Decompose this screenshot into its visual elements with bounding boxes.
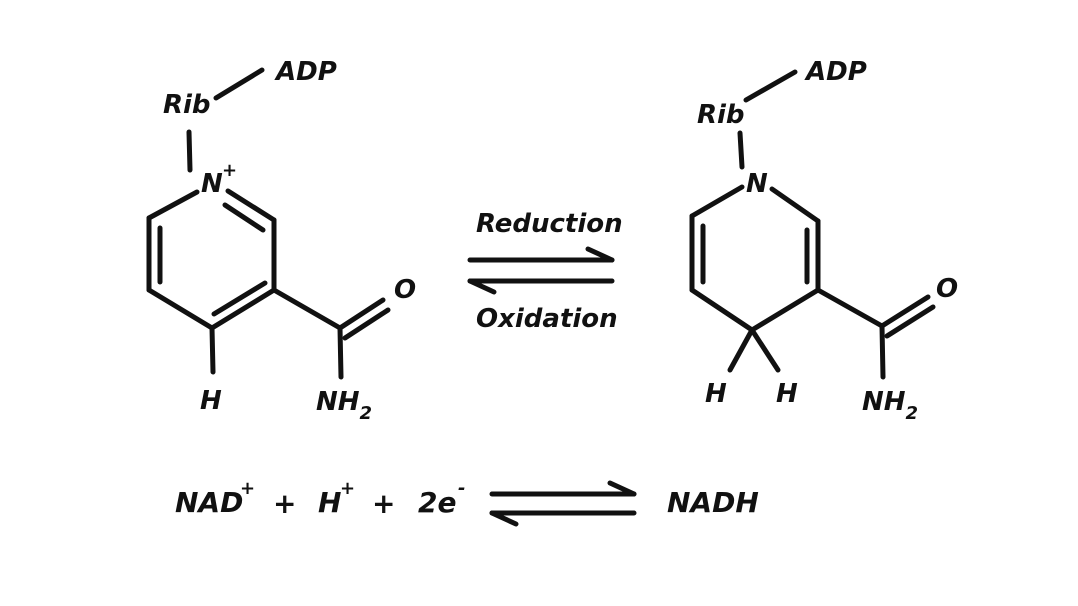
hydrogen-label: H [200, 386, 222, 416]
rib-n-bond [186, 129, 193, 173]
nitrogen-charge: + [222, 160, 237, 181]
plus-sign-1: + [273, 487, 296, 520]
nitrogen-label-right: N [746, 169, 768, 199]
amine-nh-right: NH [862, 387, 906, 417]
carbonyl-co-double [342, 307, 391, 341]
amine-subscript: 2 [360, 403, 373, 424]
oxygen-label: O [394, 275, 416, 305]
nadh-term: NADH [667, 486, 759, 519]
ring-bond-c4-c3-right [749, 287, 821, 333]
hydrogen-ion-term: H [318, 486, 341, 519]
ring-bond-c2-n-right [769, 186, 821, 224]
c4-h2-bond [749, 327, 781, 373]
oxidation-label: Oxidation [476, 304, 618, 334]
summary-equation: NAD + + H + + 2e - NADH [175, 478, 759, 527]
hydrogen-ion-charge: + [340, 478, 355, 499]
rib-adp-bond-right [743, 69, 798, 103]
carbonyl-n-bond [337, 325, 344, 380]
reaction-center: Reduction Oxidation [467, 209, 623, 334]
ring-bond-c4-c3 [209, 287, 277, 331]
equation-reverse-head [489, 510, 519, 527]
ring-bond-c2-n-double [222, 202, 266, 233]
rib-label: Rib [163, 90, 211, 120]
amine-subscript-right: 2 [906, 403, 919, 424]
ring-bond-c4-c3-double [211, 280, 268, 317]
amine-label: NH2 [316, 387, 372, 424]
hydrogen-label-1: H [705, 379, 727, 409]
rib-n-bond-right [737, 130, 745, 170]
amine-label-right: NH2 [862, 387, 918, 424]
nitrogen-label: N [201, 169, 223, 199]
c3-carbonyl-bond [271, 287, 343, 331]
nad-term: NAD [175, 486, 243, 519]
carbonyl-co-bond [337, 297, 386, 331]
c4-h1-bond [727, 327, 755, 373]
ring-bond-c5-c4 [146, 287, 215, 331]
ring-bond-c2-n [225, 188, 277, 223]
hydrogen-label-2: H [776, 379, 798, 409]
amine-nh: NH [316, 387, 360, 417]
rib-label-right: Rib [697, 100, 745, 130]
adp-label: ADP [274, 57, 337, 87]
adp-label-right: ADP [804, 57, 867, 87]
c4-h-bond [209, 325, 216, 375]
reverse-arrow-head [467, 278, 497, 295]
oxygen-label-right: O [936, 274, 958, 304]
carbonyl-co-bond-right [879, 294, 931, 329]
nad-plus-structure: ADP Rib N + H O NH2 [146, 57, 416, 424]
rib-adp-bond [213, 67, 265, 101]
carbonyl-n-bond-right [879, 323, 886, 380]
nad-charge: + [240, 478, 255, 499]
electrons-term: 2e [418, 486, 456, 519]
reduction-label: Reduction [476, 209, 623, 239]
forward-arrow-head [585, 246, 615, 263]
ring-bond-n-c6 [146, 189, 200, 221]
equation-forward-head [607, 480, 637, 497]
electron-charge: - [458, 478, 465, 499]
c3-carbonyl-bond-right [815, 287, 885, 329]
nadh-structure: ADP Rib N H H O NH2 [689, 57, 958, 424]
ring-bond-c5-c4-right [689, 287, 755, 333]
carbonyl-co-double-right [884, 304, 936, 339]
plus-sign-2: + [372, 487, 395, 520]
ring-bond-n-c6-right [689, 184, 745, 219]
